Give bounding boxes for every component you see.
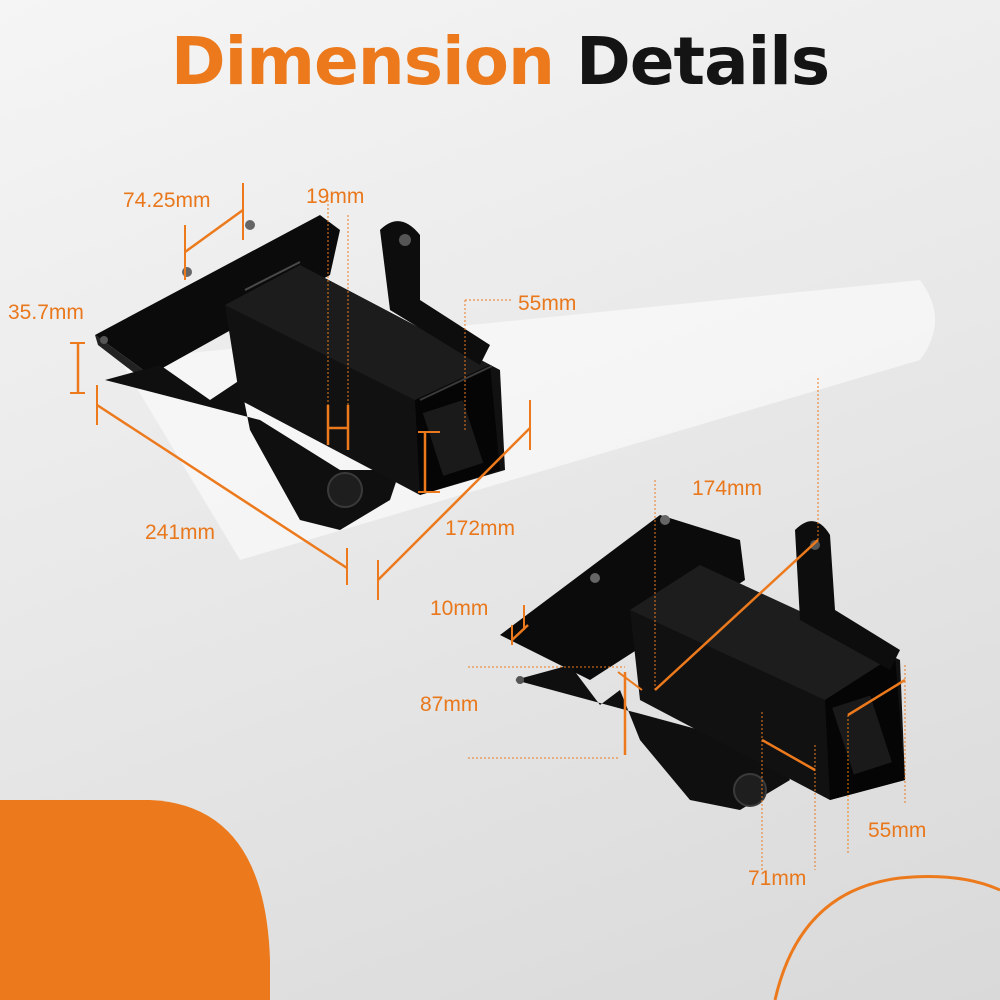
dimension-length-label: 241mm	[145, 521, 216, 544]
bracket-top	[95, 215, 505, 530]
dimension-flange-height-label: 35.7mm	[8, 301, 84, 324]
dimension-plate-thickness-label: 10mm	[430, 597, 489, 620]
title-highlight: Dimension	[170, 23, 555, 100]
orange-arc	[773, 875, 1000, 1000]
dimension-receiver-height-top-label: 55mm	[518, 292, 577, 315]
dimension-receiver-height-bottom-label: 55mm	[868, 819, 927, 842]
title-rest: Details	[575, 23, 830, 100]
dimension-height-label: 87mm	[420, 693, 479, 716]
dimension-slot-width-label: 19mm	[306, 185, 365, 208]
dimension-depth-label: 172mm	[445, 517, 516, 540]
dimension-lines-top	[70, 183, 531, 600]
dimension-tube-width-label: 71mm	[748, 867, 807, 890]
dimension-diagonal-label: 174mm	[692, 477, 763, 500]
orange-blob	[0, 800, 270, 1000]
bracket-bottom	[500, 515, 905, 810]
dimension-top-width-label: 74.25mm	[123, 189, 211, 212]
page-title: Dimension Details	[0, 22, 1000, 101]
dimension-lines-bottom	[468, 378, 906, 870]
